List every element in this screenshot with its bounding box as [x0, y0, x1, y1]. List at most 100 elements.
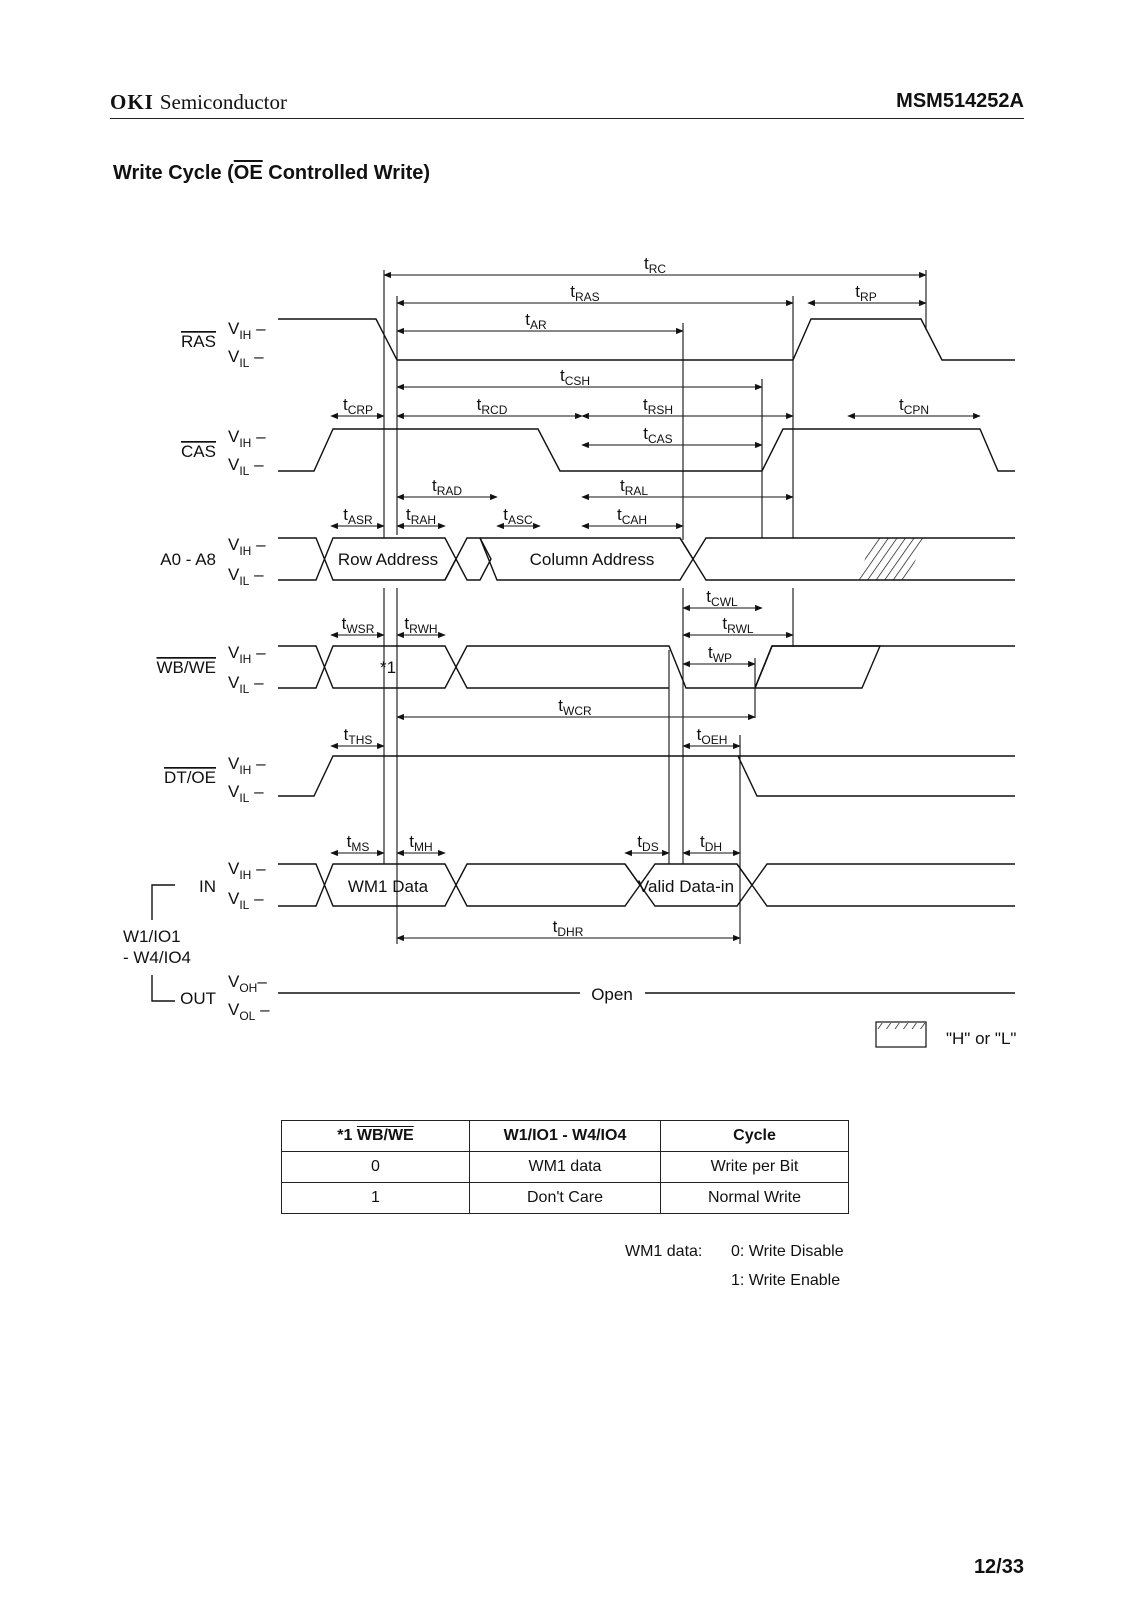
cas-label: CAS: [181, 442, 216, 461]
trwh-label: tRWH: [404, 614, 437, 636]
in-label: IN: [199, 877, 216, 896]
ras-waveform: [278, 318, 1015, 361]
tcpn-label: tCPN: [899, 395, 929, 417]
trah-label: tRAH: [406, 505, 436, 527]
trc-label: tRC: [644, 254, 666, 276]
title-suffix: Controlled Write): [262, 162, 431, 184]
wm1-data-label: WM1 Data: [348, 877, 429, 896]
trp-label: tRP: [855, 282, 876, 304]
wm1-note-label: WM1 data:: [625, 1243, 703, 1260]
table-cell-io: Don't Care: [469, 1182, 661, 1214]
hl-legend: "H" or "L": [875, 1021, 1016, 1048]
table-row: 1 Don't Care Normal Write: [281, 1182, 849, 1214]
table-cell-wbwe: 0: [281, 1151, 470, 1183]
page-number: 12/33: [973, 1556, 1024, 1578]
table-header-row: *1 WB/WE W1/IO1 - W4/IO4 Cycle: [281, 1120, 849, 1152]
wbwe-label: WB/WE: [157, 658, 217, 677]
cycle-table: *1 WB/WE W1/IO1 - W4/IO4 Cycle 0 WM1 dat…: [281, 1120, 849, 1214]
brand-oki: OKI: [110, 90, 154, 114]
tds-label: tDS: [637, 832, 658, 854]
tasc-label: tASC: [503, 505, 533, 527]
table-header-cycle: Cycle: [660, 1120, 849, 1152]
io-group-label-2: - W4/IO4: [123, 948, 191, 967]
dtoe-label: DT/OE: [164, 768, 216, 787]
level-ras-low: VIL –: [228, 347, 264, 370]
timing-diagram: RAS CAS A0 - A8 WB/WE DT/OE IN W1/IO1 - …: [123, 254, 1016, 1048]
twp-label: tWP: [708, 643, 732, 665]
level-in-high: VIH –: [228, 859, 266, 882]
signal-names: RAS CAS A0 - A8 WB/WE DT/OE IN W1/IO1 - …: [123, 332, 216, 1008]
in-bus: [278, 863, 1015, 907]
tcwl-label: tCWL: [706, 587, 738, 609]
tms-label: tMS: [347, 832, 370, 854]
address-bus: [278, 537, 1015, 581]
io-group-label-1: W1/IO1: [123, 927, 181, 946]
tcsh-label: tCSH: [560, 366, 590, 388]
level-in-low: VIL –: [228, 889, 264, 912]
hl-hatched-region: [858, 538, 924, 580]
level-ras-high: VIH –: [228, 319, 266, 342]
timing-labels: tRC tRAS tRP tAR tCSH tCRP tRCD tRSH tCP…: [342, 254, 929, 939]
title-prefix: Write Cycle (: [113, 162, 234, 184]
address-label: A0 - A8: [160, 550, 216, 569]
table-header-io: W1/IO1 - W4/IO4: [469, 1120, 661, 1152]
wbwe-bus: [278, 645, 1015, 689]
column-address-label: Column Address: [530, 550, 655, 569]
tdh-label: tDH: [700, 832, 722, 854]
trwl-label: tRWL: [722, 614, 754, 636]
table-cell-cycle: Normal Write: [660, 1182, 849, 1214]
trad-label: tRAD: [432, 476, 462, 498]
brand-semiconductor: Semiconductor: [159, 90, 287, 114]
part-number: MSM514252A: [896, 90, 1024, 112]
table-cell-io: WM1 data: [469, 1151, 661, 1183]
note-ref-label: *1: [380, 658, 396, 677]
level-out-high: VOH–: [228, 972, 267, 995]
level-wbwe-low: VIL –: [228, 673, 264, 696]
tasr-label: tASR: [343, 505, 373, 527]
table-cell-wbwe: 1: [281, 1182, 470, 1214]
level-dtoe-low: VIL –: [228, 782, 264, 805]
ras-label: RAS: [181, 332, 216, 351]
title-overlined: OE: [233, 162, 263, 184]
tths-label: tTHS: [344, 725, 373, 747]
io-bracket: [151, 884, 175, 1002]
header-rule: [110, 118, 1024, 119]
trcd-label: tRCD: [477, 395, 508, 417]
level-addr-low: VIL –: [228, 565, 264, 588]
open-label: Open: [591, 985, 633, 1004]
trsh-label: tRSH: [643, 395, 673, 417]
out-label: OUT: [180, 989, 216, 1008]
level-wbwe-high: VIH –: [228, 643, 266, 666]
tcas-label: tCAS: [643, 424, 672, 446]
cas-waveform: [278, 428, 1015, 472]
tmh-label: tMH: [409, 832, 432, 854]
tar-label: tAR: [525, 310, 547, 332]
level-addr-high: VIH –: [228, 535, 266, 558]
twsr-label: tWSR: [342, 614, 375, 636]
wm1-note-line2: 1: Write Enable: [731, 1272, 841, 1289]
table-cell-cycle: Write per Bit: [660, 1151, 849, 1183]
tras-label: tRAS: [570, 282, 599, 304]
level-cas-low: VIL –: [228, 455, 264, 478]
hl-legend-label: "H" or "L": [946, 1029, 1016, 1048]
dtoe-waveform: [278, 755, 1015, 797]
tcrp-label: tCRP: [343, 395, 373, 417]
level-cas-high: VIH –: [228, 427, 266, 450]
table-row: 0 WM1 data Write per Bit: [281, 1151, 849, 1183]
tdhr-label: tDHR: [553, 917, 584, 939]
table-header-wbwe: *1 WB/WE: [281, 1120, 470, 1152]
twcr-label: tWCR: [558, 696, 592, 718]
wm1-note-line1: 0: Write Disable: [731, 1243, 844, 1260]
level-dtoe-high: VIH –: [228, 754, 266, 777]
level-labels: VIH – VIL – VIH – VIL – VIH – VIL – VIH …: [228, 319, 270, 1023]
tral-label: tRAL: [620, 476, 648, 498]
tcah-label: tCAH: [617, 505, 647, 527]
wm1-note: WM1 data: 0: Write Disable 1: Write Enabl…: [625, 1237, 844, 1295]
bus-labels: Row Address Column Address *1 WM1 Data V…: [338, 550, 734, 1004]
level-out-low: VOL –: [228, 1000, 270, 1023]
valid-data-in-label: Valid Data-in: [638, 877, 734, 896]
toeh-label: tOEH: [697, 725, 728, 747]
row-address-label: Row Address: [338, 550, 438, 569]
section-title: Write Cycle (OE Controlled Write): [113, 162, 430, 185]
